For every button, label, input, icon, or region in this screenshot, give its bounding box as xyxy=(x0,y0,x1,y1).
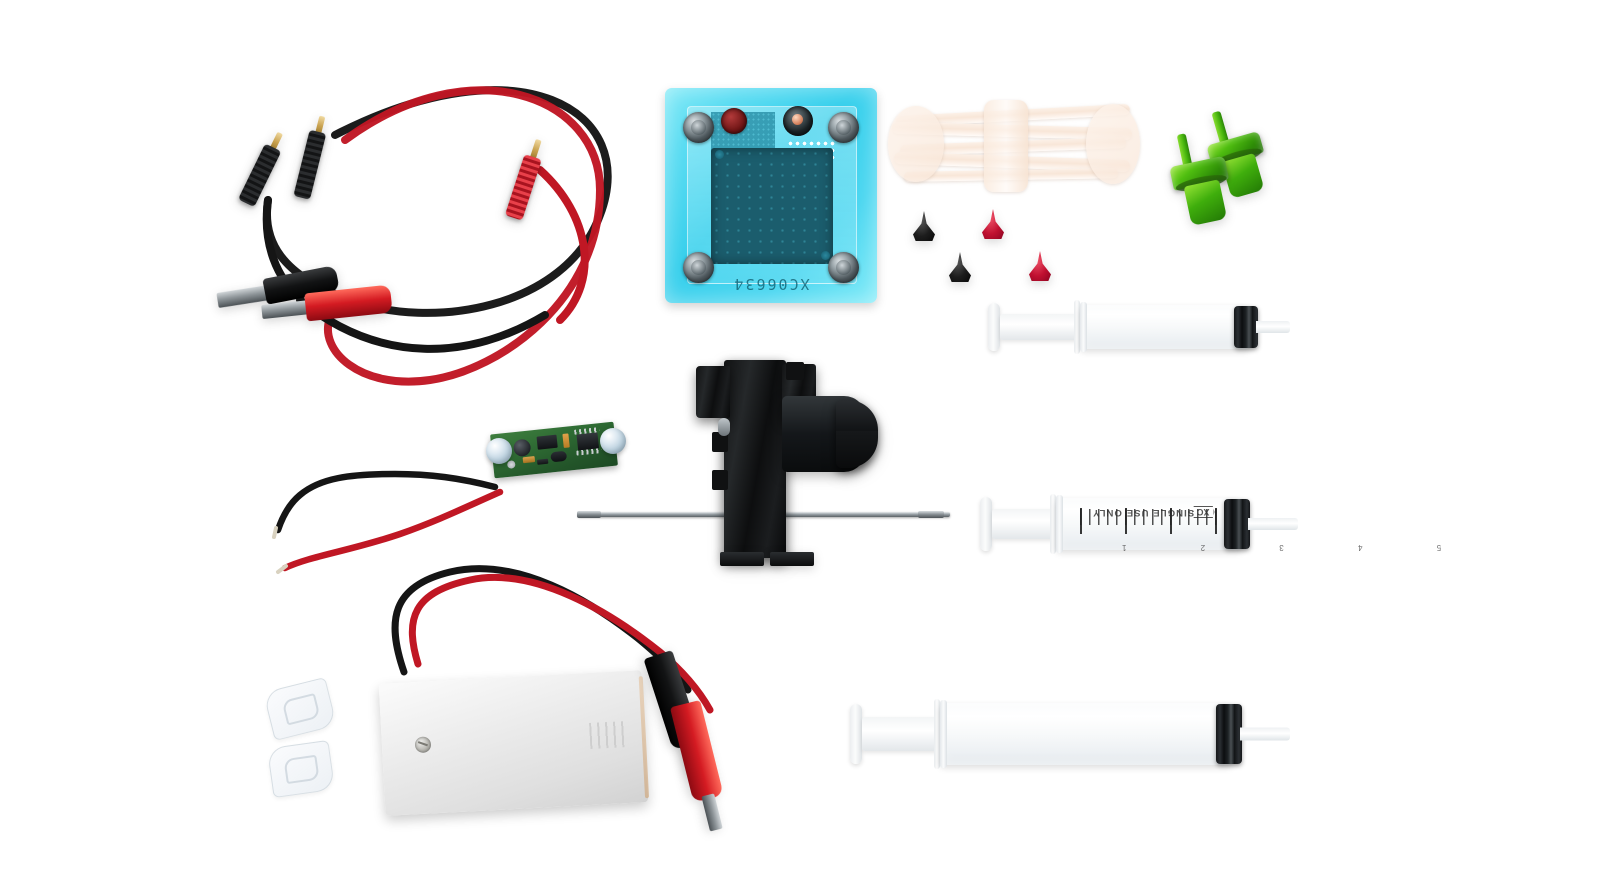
gearbox-tab-upper xyxy=(712,432,728,452)
fuel-cell-pin-right xyxy=(821,251,830,260)
syringe-graduated-upper: SINGLE USE ONLY XC 5 4 3 2 1 xyxy=(980,487,1441,561)
plug-cap-red-2 xyxy=(1029,251,1051,281)
syringe-3-nozzle xyxy=(1240,727,1290,741)
plug-cap-cone-black-2 xyxy=(949,252,971,282)
gas-valve-body-front xyxy=(1183,179,1228,226)
tubing-loop-left xyxy=(888,106,944,182)
gearbox-foot-left xyxy=(720,552,764,566)
plug-cap-black-2 xyxy=(949,252,971,282)
syringe-2-nozzle xyxy=(1248,518,1298,530)
syringe-1-nozzle xyxy=(1256,321,1290,333)
clear-bushing-lower xyxy=(266,739,336,799)
silicone-tubing-coil xyxy=(888,100,1140,200)
syringe-plain-small xyxy=(988,296,1290,358)
pcb-inductor xyxy=(512,438,532,458)
syringe-3-barrel xyxy=(940,703,1232,765)
syringe-3-flange xyxy=(850,704,862,764)
banana-shell-red xyxy=(504,154,542,221)
plug-cap-black-1 xyxy=(913,211,935,241)
fuel-cell-port-red xyxy=(721,108,747,134)
tubing-loop-right xyxy=(1086,104,1140,184)
syringe-2-rod xyxy=(992,509,1058,539)
syringe-2-graduations-major xyxy=(1080,508,1236,534)
plug-cap-cone-red-2 xyxy=(1029,251,1051,281)
syringe-1-barrel-lip xyxy=(1080,302,1087,352)
fuel-cell-bolt-bottom-right xyxy=(828,252,859,283)
syringe-1-rod xyxy=(1000,314,1086,340)
fuel-cell-membrane-window xyxy=(711,148,833,264)
fuel-cell-part-label: XC06634 xyxy=(732,275,810,293)
fuel-cell: XC06634 xyxy=(665,88,877,303)
pcb-resistor-tan xyxy=(562,433,570,448)
plug-cap-cone-black-1 xyxy=(913,211,935,241)
gearbox-tab-lower xyxy=(712,470,728,490)
syringe-3-barrel-lip xyxy=(940,700,947,768)
banana-shell-black-2 xyxy=(293,129,327,200)
syringe-3-rod xyxy=(862,717,942,751)
battery-cover-seam xyxy=(638,676,650,799)
syringe-1-flange xyxy=(988,303,1000,351)
led-left xyxy=(486,438,512,464)
tubing-wrap-band xyxy=(984,100,1028,192)
pcb-ic-1 xyxy=(536,434,558,450)
fuel-cell-port-black xyxy=(783,106,813,136)
pcb-resistor-1 xyxy=(522,456,536,464)
motor-can xyxy=(836,400,878,468)
fuel-cell-bolt-bottom-left xyxy=(683,252,714,283)
banana-shell-black xyxy=(238,143,282,208)
alligator-boot-red-battery xyxy=(669,700,724,803)
syringe-2-flange xyxy=(980,497,992,551)
syringe-1-plunger-seal xyxy=(1234,306,1258,348)
syringe-2-print-text: SINGLE USE ONLY xyxy=(1092,507,1195,518)
fuel-cell-bolt-top-right xyxy=(828,112,859,143)
syringe-1-barrel xyxy=(1080,305,1250,349)
plug-cap-red-1 xyxy=(982,209,1004,239)
gearbox-bearing xyxy=(718,418,730,436)
plug-cap-cone-red-1 xyxy=(982,209,1004,239)
syringe-2-plunger-seal xyxy=(1224,499,1250,549)
led-right xyxy=(600,428,626,454)
syringe-3-plunger-seal xyxy=(1216,704,1242,764)
syringe-2-scale-numbers: 5 4 3 2 1 xyxy=(1086,543,1442,552)
clear-bushing-upper xyxy=(262,677,338,741)
pcb-resistor-2 xyxy=(536,458,549,465)
syringe-3-rod-fin xyxy=(934,699,940,769)
fuel-cell-housing: XC06634 xyxy=(665,88,877,303)
pcb-ic-2-pins-lower xyxy=(576,448,602,456)
syringe-plain-large xyxy=(850,691,1290,777)
battery-cover-screw xyxy=(414,736,432,754)
syringe-2-brand-mark: XC xyxy=(1192,506,1215,518)
syringe-1-rod-fin xyxy=(1074,300,1080,354)
battery-holder xyxy=(378,670,650,816)
gearbox-tab-side xyxy=(786,362,804,380)
syringe-2-barrel-lip xyxy=(1056,495,1063,553)
fuel-cell-pin-left xyxy=(715,150,724,159)
gearbox-housing xyxy=(724,360,786,558)
gearbox-housing-rear xyxy=(696,366,730,418)
alligator-jaw-red-battery xyxy=(701,793,723,832)
motor-axle-tip-right xyxy=(918,511,944,518)
pcb-transistor xyxy=(550,450,568,463)
gear-motor xyxy=(577,352,960,568)
fuel-cell-bolt-top-left xyxy=(683,112,714,143)
gearbox-foot-right xyxy=(770,552,814,566)
syringe-2-rod-fin xyxy=(1050,494,1056,554)
motor-axle-tip-left xyxy=(577,511,601,518)
pcb-solder-pad xyxy=(506,460,516,469)
battery-cover-grip-ridges xyxy=(589,721,627,749)
